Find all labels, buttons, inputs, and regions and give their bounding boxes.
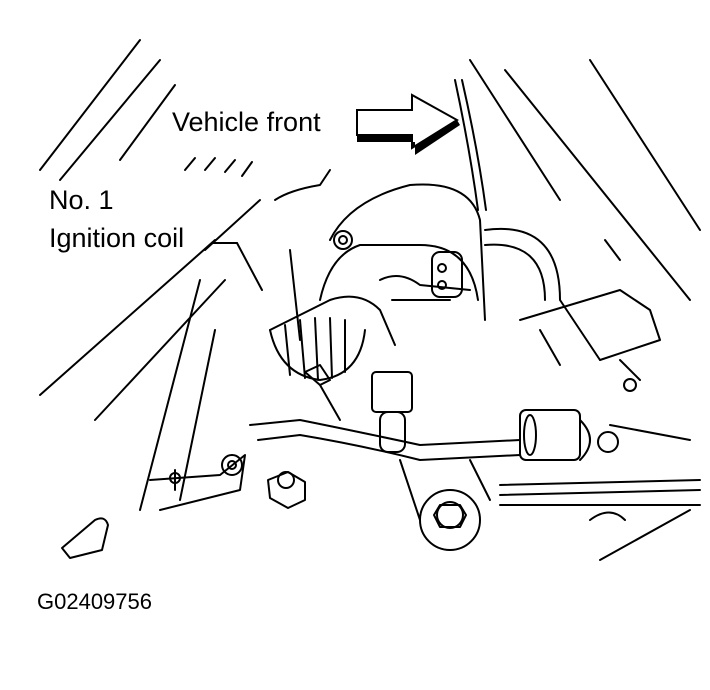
vehicle-front-label: Vehicle front (172, 107, 321, 137)
ignition-coil-number-label: No. 1 (49, 185, 114, 215)
figure-code: G02409756 (37, 589, 152, 614)
right-arrow-icon (357, 95, 460, 155)
ignition-coil-label: Ignition coil (49, 223, 185, 253)
